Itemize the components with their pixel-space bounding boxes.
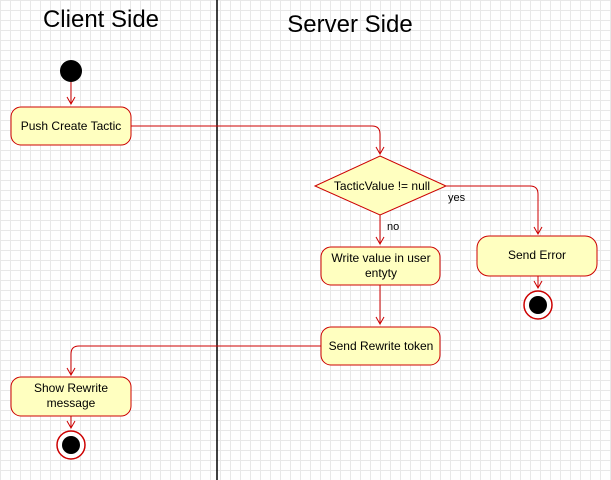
final-node-error — [523, 290, 553, 320]
flow-decision-to-send-error — [446, 185, 543, 236]
write-value-label-line2: entyty — [365, 266, 397, 280]
show-rewrite-label-line2: message — [47, 396, 96, 410]
send-rewrite-token-label: Send Rewrite token — [329, 339, 434, 353]
flow-send-error-to-final — [533, 276, 543, 290]
no-label: no — [387, 221, 399, 233]
tactic-value-decision: TacticValue != null — [313, 155, 448, 216]
flow-show-message-to-final — [66, 416, 76, 430]
write-value-action: Write value in user entyty — [320, 246, 441, 286]
final-node-client — [56, 430, 86, 460]
server-side-title: Server Side — [287, 11, 412, 38]
write-value-label-line1: Write value in user — [331, 251, 430, 265]
send-error-action: Send Error — [476, 235, 598, 277]
flow-rewrite-token-to-show-message — [66, 345, 321, 377]
decision-label: TacticValue != null — [334, 179, 430, 193]
initial-node — [60, 60, 82, 82]
flow-write-to-rewrite-token — [375, 285, 385, 326]
yes-label: yes — [448, 192, 466, 204]
flow-push-to-decision — [131, 125, 385, 156]
send-error-label: Send Error — [508, 248, 566, 262]
send-rewrite-token-action: Send Rewrite token — [320, 326, 441, 366]
show-rewrite-message-action: Show Rewrite message — [10, 376, 132, 417]
flow-initial-to-push — [66, 82, 76, 106]
client-side-title: Client Side — [43, 6, 159, 33]
push-create-tactic-action: Push Create Tactic — [10, 106, 132, 146]
show-rewrite-label-line1: Show Rewrite — [34, 381, 108, 395]
flow-decision-to-write-value — [375, 215, 385, 246]
push-create-tactic-label: Push Create Tactic — [21, 119, 122, 133]
